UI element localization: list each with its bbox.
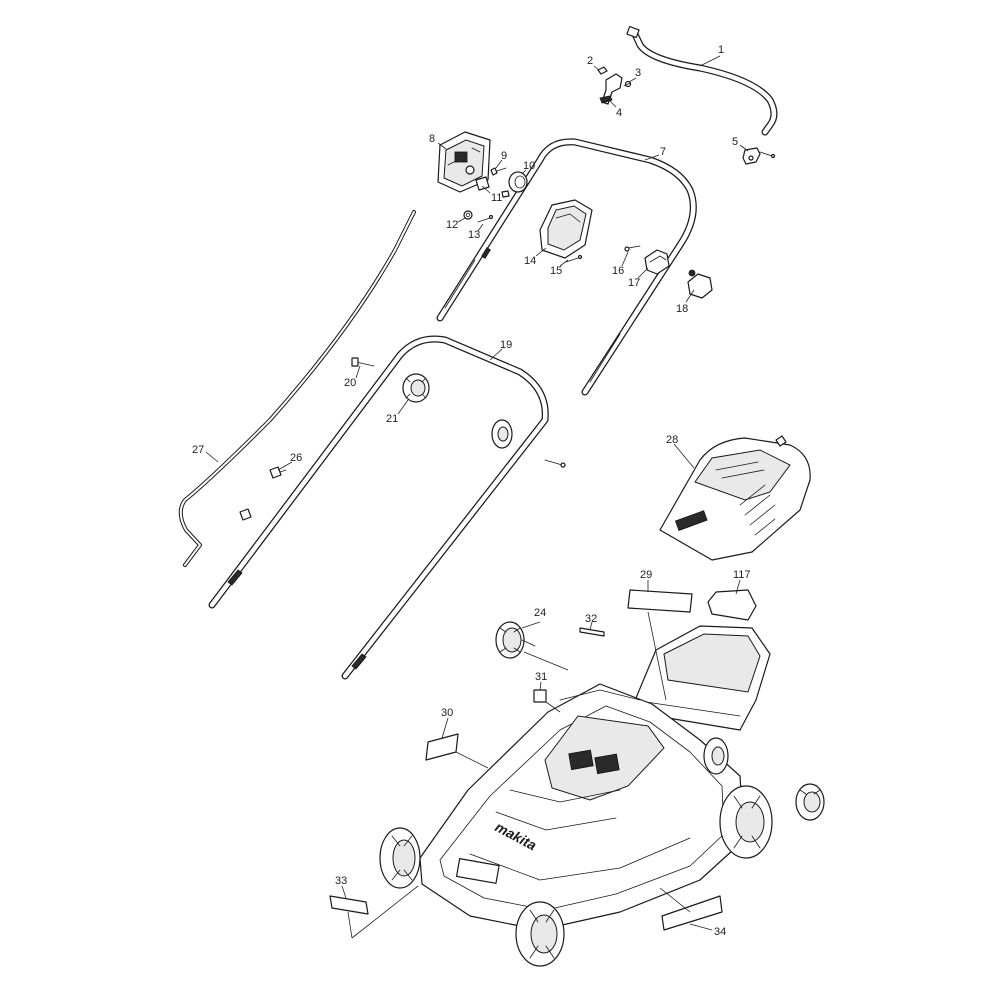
grass-box-icon [635,625,771,731]
callout-labels: 1 2 3 4 5 7 8 9 10 11 12 13 14 15 16 17 … [192,44,751,938]
callout-30: 30 [441,707,453,719]
callout-32: 32 [585,613,597,625]
upper-handle-icon [436,138,697,396]
bolt-icon [351,357,375,367]
callout-1: 1 [718,44,724,56]
wheel-icon [495,621,536,659]
callout-31: 31 [535,671,547,683]
lower-handle-icon [208,335,549,680]
wheel-icon [515,901,565,967]
mower-deck-icon: makita [419,683,745,931]
callout-14: 14 [524,255,536,267]
callout-17: 17 [628,277,640,289]
callout-26: 26 [290,452,302,464]
callout-18: 18 [676,303,688,315]
leader-lines [205,55,749,939]
link-icon [742,147,776,165]
callout-16: 16 [612,265,624,277]
callout-19: 19 [500,339,512,351]
label-sticker-icon [329,895,369,915]
callout-20: 20 [344,377,356,389]
callout-33: 33 [335,875,347,887]
callout-15: 15 [550,265,562,277]
wheel-icon [795,783,825,821]
switch-bar-icon [626,25,778,136]
grass-catcher-top-icon [659,435,811,561]
callout-29: 29 [640,569,652,581]
callout-7: 7 [660,146,666,158]
callout-9: 9 [501,150,507,162]
callout-27: 27 [192,444,204,456]
switch-box-icon [437,131,491,193]
callout-4: 4 [616,107,622,119]
callout-10: 10 [523,160,535,172]
callout-2: 2 [587,55,593,67]
bolt-icon [544,459,566,468]
callout-8: 8 [429,133,435,145]
callout-3: 3 [635,67,641,79]
label-sticker-icon [579,627,605,637]
knob-icon [402,373,513,449]
label-sticker-icon [661,895,723,931]
hardware-icon [463,167,528,223]
handle-cover-icon [539,199,593,263]
callout-24: 24 [534,607,546,619]
label-sticker-icon [627,589,693,613]
callout-34: 34 [714,926,726,938]
knob-icon [624,245,713,299]
wheel-icon [719,785,773,859]
label-sticker-icon [533,689,547,703]
callout-5: 5 [732,136,738,148]
callout-11: 11 [491,192,502,204]
callout-12: 12 [446,219,458,231]
callout-21: 21 [386,413,398,425]
callout-13: 13 [468,229,480,241]
callout-117: 117 [733,569,751,581]
switch-lever-icon [597,66,632,105]
callout-28: 28 [666,434,678,446]
label-sticker-icon [707,589,757,621]
wheel-icon [379,827,421,889]
control-cable-icon [178,210,416,567]
wheel-icon [703,737,729,775]
